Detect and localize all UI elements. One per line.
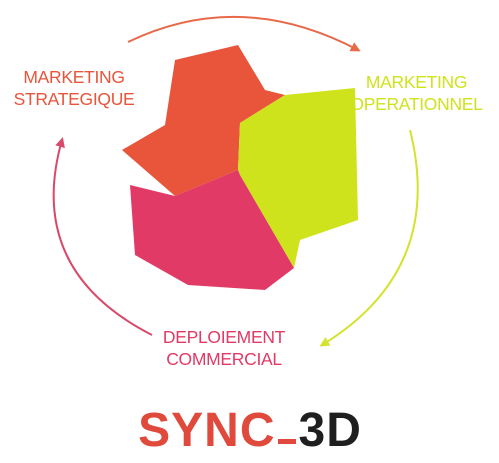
label-marketing-operationnel: MARKETING OPERATIONNEL: [338, 71, 495, 115]
label-strategic-line1: MARKETING: [23, 67, 125, 87]
brand-logo-sync-3d: SYNC 3D: [95, 403, 405, 459]
cube-face-operational: [238, 88, 358, 268]
arrow-commercial-to-strategic: [52, 137, 153, 336]
brand-text-3d: 3D: [298, 404, 362, 457]
brand-separator: [277, 439, 296, 444]
cycle-arrows-icon: [52, 15, 419, 347]
cube-face-strategic: [122, 45, 285, 196]
cube-face-commercial: [130, 170, 294, 290]
label-deploiement-commercial: DEPLOIEMENT COMMERCIAL: [146, 326, 302, 370]
label-commercial-line2: COMMERCIAL: [166, 349, 282, 369]
label-commercial-line1: DEPLOIEMENT: [162, 327, 286, 347]
label-strategic-line2: STRATEGIQUE: [13, 89, 135, 109]
label-marketing-strategique: MARKETING STRATEGIQUE: [4, 66, 144, 110]
brand-text-sync: SYNC: [138, 404, 276, 457]
label-operational-line2: OPERATIONNEL: [350, 94, 483, 114]
arrow-strategic-to-operational: [127, 15, 361, 52]
label-operational-line1: MARKETING: [365, 72, 468, 92]
arrow-operational-to-commercial: [319, 129, 419, 347]
3d-cube-icon: [122, 45, 358, 290]
